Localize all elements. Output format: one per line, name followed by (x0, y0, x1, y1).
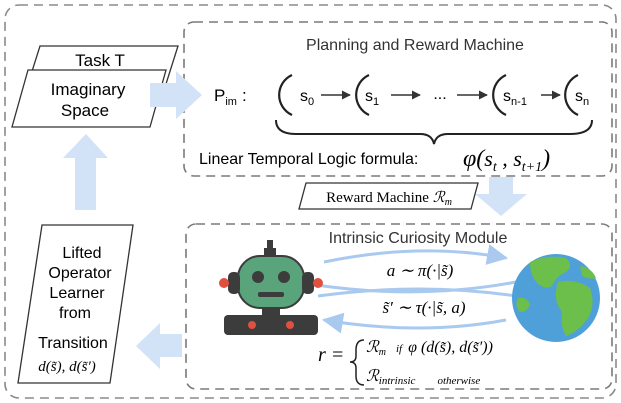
lifted-line-1: Lifted (62, 245, 101, 262)
imaginary-line1: Imaginary (51, 80, 126, 99)
state-node-s1: s1 (355, 74, 379, 116)
arrow-to-task (63, 134, 108, 210)
svg-text:sn-1: sn-1 (503, 88, 527, 108)
state-node-sn-1: sn-1 (492, 74, 527, 116)
ltl-formula: φ(st , st+1) (463, 146, 550, 175)
imaginary-line2: Space (61, 101, 109, 120)
p-im-label: Pim: (214, 86, 247, 108)
planning-panel-title: Planning and Reward Machine (306, 37, 524, 54)
lifted-line-4: from (59, 305, 91, 322)
icm-panel (185, 223, 613, 390)
robot-icon (219, 240, 323, 335)
chain-ellipsis: ... (433, 86, 446, 103)
loop-arrow-top (323, 244, 509, 265)
loop-arrow-mid2 (317, 287, 517, 298)
outer-frame (4, 4, 617, 399)
flow-arrows (63, 71, 527, 369)
chain-brace (275, 119, 593, 145)
task-block: Task T Imaginary Space (11, 45, 179, 128)
transition-equation: s̃′ ∼ τ(·|s̃, a) (382, 298, 465, 317)
task-label: Task T (75, 51, 125, 70)
reward-lhs: r = (318, 344, 344, 366)
lifted-parallelogram (17, 224, 134, 384)
icm-panel-title: Intrinsic Curiosity Module (329, 230, 508, 247)
svg-text:s1: s1 (365, 88, 379, 108)
state-chain: s0 s1 ... sn-1 sn (278, 74, 589, 116)
state-node-sn: sn (564, 74, 589, 116)
policy-equation: a ∼ π(·|s̃) (387, 261, 454, 280)
lifted-block: Lifted Operator Learner from Transition … (17, 224, 134, 384)
reward-machine-label: Reward Machine ℛm (326, 190, 452, 208)
reward-machine-tag: Reward Machine ℛm (298, 182, 479, 210)
loop-arrow-mid (295, 271, 517, 294)
svg-text:sn: sn (575, 88, 589, 108)
lifted-line-5: Transition (38, 335, 108, 352)
imaginary-parallelogram (11, 69, 167, 128)
lifted-formula: d(s̃), d(s̃′) (38, 359, 95, 375)
ltl-label: Linear Temporal Logic formula: (199, 151, 418, 168)
lifted-line-3: Learner (49, 285, 105, 302)
lifted-line-2: Operator (48, 265, 112, 282)
globe-icon (512, 254, 600, 342)
arrow-to-planning (150, 71, 202, 119)
interaction-loop (295, 244, 517, 334)
reward-brace (349, 339, 365, 386)
planning-panel (183, 21, 613, 177)
arrow-to-lifted (136, 323, 182, 369)
loop-arrow-bottom (321, 312, 507, 334)
state-node-s0: s0 (278, 74, 314, 116)
svg-text:s0: s0 (300, 88, 314, 108)
arrow-to-icm (475, 177, 527, 216)
